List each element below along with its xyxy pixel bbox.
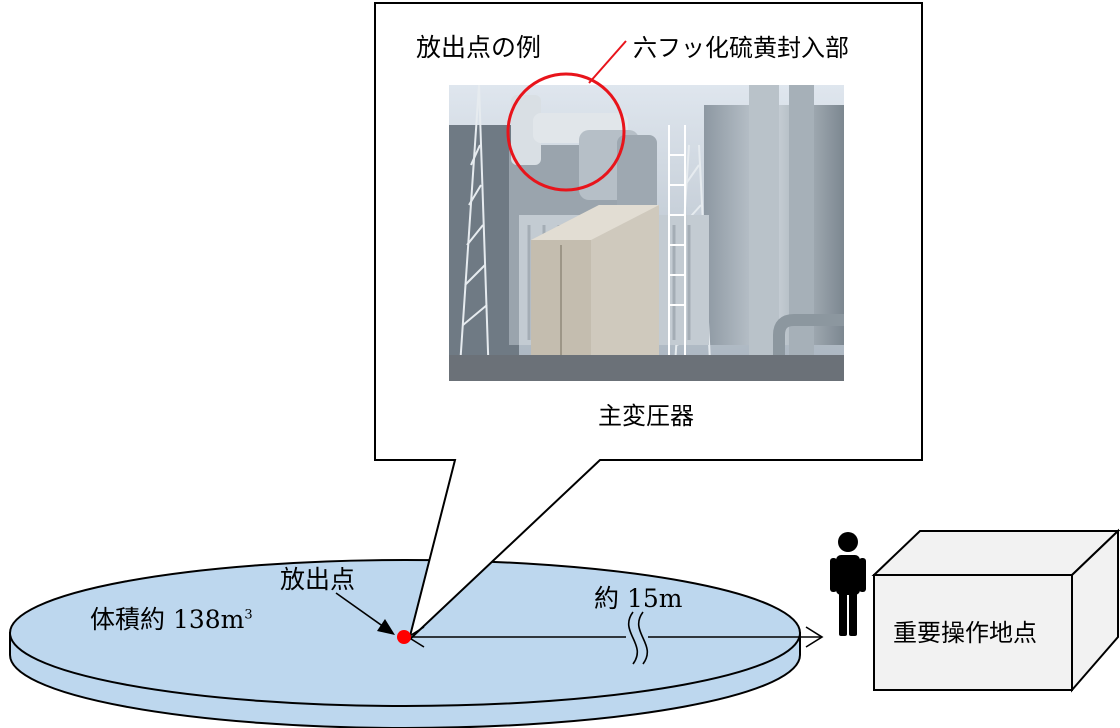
equipment-label: 主変圧器 xyxy=(598,402,694,430)
building-label: 重要操作地点 xyxy=(893,619,1037,647)
volume-label: 体積約 138m3 xyxy=(90,607,253,632)
floor-area xyxy=(9,559,801,728)
example-label: 放出点の例 xyxy=(416,33,542,62)
transformer-photo xyxy=(449,85,844,381)
operation-building xyxy=(871,528,1120,693)
distance-arrow xyxy=(406,611,824,665)
release-label-arrow xyxy=(335,592,395,635)
volume-prefix: 体積約 xyxy=(90,605,166,634)
volume-superscript: 3 xyxy=(244,607,253,623)
release-point-label: 放出点 xyxy=(280,565,356,594)
distance-label: 約 15m xyxy=(594,584,683,613)
release-point-dot xyxy=(397,630,411,644)
volume-value: 138m xyxy=(172,605,245,634)
person-icon xyxy=(830,532,866,636)
transformer-photo-art xyxy=(449,85,844,381)
sealed-part-label: 六フッ化硫黄封入部 xyxy=(633,34,849,62)
